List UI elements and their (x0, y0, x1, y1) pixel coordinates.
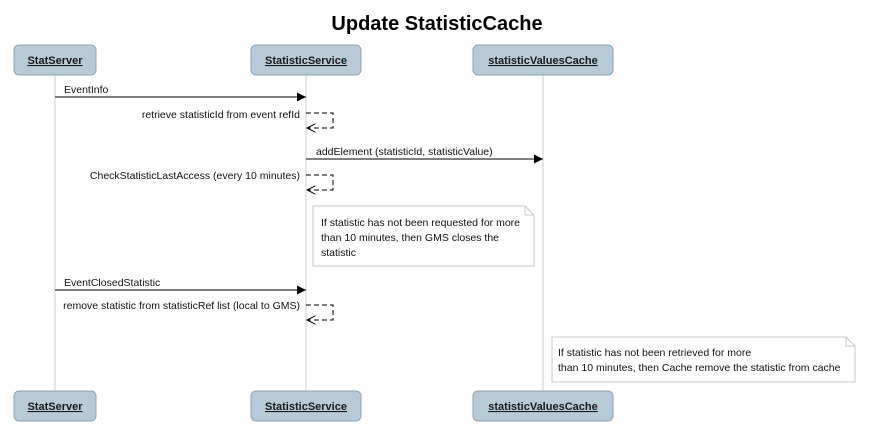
message-checkstatisticlastaccess[interactable]: CheckStatisticLastAccess (every 10 minut… (90, 170, 334, 190)
participant-statserver-bottom[interactable]: StatServer (13, 390, 97, 422)
participant-statisticvaluescache-bottom[interactable]: statisticValuesCache (472, 390, 614, 422)
note-line: statistic (321, 247, 356, 259)
participant-label: StatServer (27, 55, 83, 67)
participant-statisticservice-bottom[interactable]: StatisticService (250, 390, 362, 422)
participant-label: statisticValuesCache (488, 401, 597, 413)
participant-statserver-top[interactable]: StatServer (13, 44, 97, 76)
message-addelement[interactable]: addElement (statisticId, statisticValue) (306, 146, 543, 164)
participant-statisticvaluescache-top[interactable]: statisticValuesCache (472, 44, 614, 76)
participant-label: StatisticService (265, 55, 347, 67)
message-eventclosedstatistic[interactable]: EventClosedStatistic (55, 277, 306, 295)
participant-label: StatisticService (265, 401, 347, 413)
note-line: If statistic has not been retrieved for … (558, 347, 751, 359)
message-label: CheckStatisticLastAccess (every 10 minut… (90, 170, 300, 182)
message-label: retrieve statisticId from event refId (142, 109, 300, 121)
diagram-title: Update StatisticCache (331, 13, 542, 35)
message-label: EventInfo (64, 84, 109, 96)
note-cache-removes-statistic: If statistic has not been retrieved for … (551, 336, 856, 383)
participant-statisticservice-top[interactable]: StatisticService (250, 44, 362, 76)
message-label: addElement (statisticId, statisticValue) (316, 146, 493, 158)
note-gms-closes-statistic: If statistic has not been requested for … (312, 205, 535, 267)
note-line: than 10 minutes, then Cache remove the s… (558, 362, 841, 374)
participant-label: StatServer (27, 401, 83, 413)
message-retrieve-statisticid[interactable]: retrieve statisticId from event refId (142, 109, 334, 128)
message-label: EventClosedStatistic (64, 277, 160, 289)
message-remove-statistic[interactable]: remove statistic from statisticRef list … (63, 300, 334, 320)
message-label: remove statistic from statisticRef list … (63, 300, 300, 312)
note-line: than 10 minutes, then GMS closes the (321, 232, 499, 244)
participant-label: statisticValuesCache (488, 55, 597, 67)
note-line: If statistic has not been requested for … (321, 217, 520, 229)
message-eventinfo[interactable]: EventInfo (55, 84, 306, 102)
